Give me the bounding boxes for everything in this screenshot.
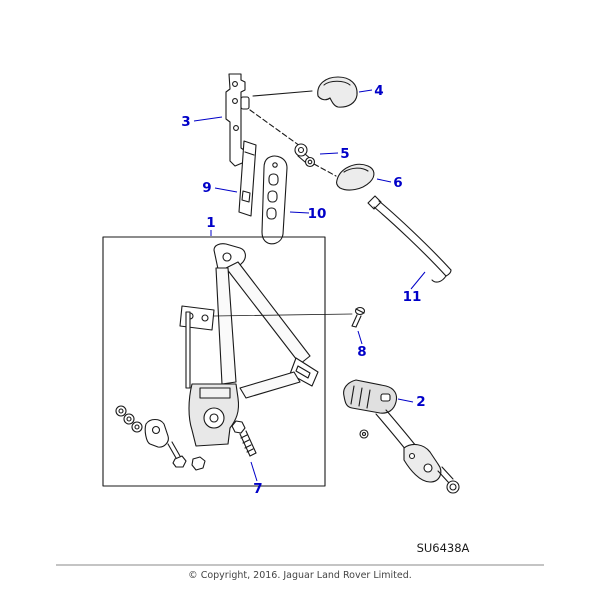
callout-10: 10 bbox=[308, 206, 327, 222]
callout-7: 7 bbox=[253, 481, 262, 497]
callout-8: 8 bbox=[357, 344, 366, 360]
callout-4: 4 bbox=[374, 83, 383, 99]
callout-2: 2 bbox=[416, 394, 425, 410]
part-1-assembly-box bbox=[102, 236, 326, 487]
callout-3: 3 bbox=[181, 114, 190, 130]
callout-11: 11 bbox=[403, 289, 422, 305]
part-1-seatbelt-assembly bbox=[115, 243, 319, 471]
part-3-mounting-rail bbox=[225, 73, 337, 177]
callout-9: 9 bbox=[202, 180, 211, 196]
callout-5: 5 bbox=[340, 146, 349, 162]
part-6-curved-cover bbox=[336, 163, 375, 191]
part-code: SU6438A bbox=[417, 541, 470, 555]
part-8-screw bbox=[213, 306, 366, 328]
part-7-bolt bbox=[231, 420, 257, 457]
copyright-text: © Copyright, 2016. Jaguar Land Rover Lim… bbox=[188, 570, 412, 581]
part-10-sash-guide bbox=[261, 155, 288, 245]
callout-labels: 1 2 3 4 5 6 7 8 9 10 11 bbox=[181, 83, 425, 497]
part-4-cap-cover bbox=[317, 76, 358, 108]
callout-leader-lines bbox=[193, 89, 426, 482]
part-11-cable-tie bbox=[367, 195, 452, 283]
part-2-buckle-assembly bbox=[343, 379, 460, 494]
part-9-trim-strip bbox=[238, 140, 257, 217]
callout-6: 6 bbox=[393, 175, 402, 191]
callout-1: 1 bbox=[206, 215, 215, 231]
part-5-stud bbox=[294, 143, 316, 168]
